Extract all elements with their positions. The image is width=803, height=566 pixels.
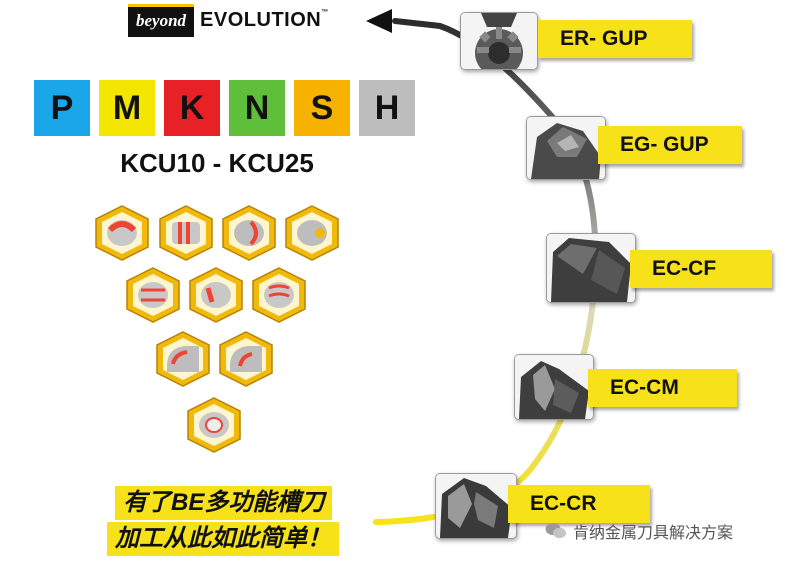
chipbreaker-label-ec-cr: EC-CR: [508, 485, 650, 523]
face-grooving-icon: [284, 204, 340, 262]
face-turning-icon: [221, 204, 277, 262]
id-profiling-icon: [251, 266, 307, 324]
ec-cm-insert-icon: [514, 354, 594, 420]
chipbreaker-label-ec-cf: EC-CF: [630, 250, 772, 288]
id-grooving-icon: [155, 330, 211, 388]
eg-gup-insert-icon: [526, 116, 606, 180]
material-box-p: P: [34, 80, 90, 136]
od-turning-icon: [94, 204, 150, 262]
material-group-boxes: P M K N S H: [34, 80, 415, 136]
slogan-line-2: 加工从此如此简单！: [107, 522, 339, 556]
chipbreaker-label-eg-gup: EG- GUP: [598, 126, 742, 164]
wechat-watermark: 肯纳金属刀具解决方案: [545, 519, 733, 543]
material-box-k: K: [164, 80, 220, 136]
slogan-line-1: 有了BE多功能槽刀: [115, 486, 333, 520]
id-undercut-icon: [218, 330, 274, 388]
material-box-m: M: [99, 80, 155, 136]
slogan: 有了BE多功能槽刀 加工从此如此简单！: [107, 486, 375, 556]
arrow-head-icon: [366, 9, 392, 33]
beyond-evolution-logo: beyond EVOLUTION™: [128, 3, 329, 37]
od-profiling-icon: [125, 266, 181, 324]
id-turning-icon: [188, 266, 244, 324]
ec-cf-insert-icon: [546, 233, 636, 303]
material-box-s: S: [294, 80, 350, 136]
grooving-icon: [158, 204, 214, 262]
beyond-logo-text: beyond: [128, 3, 195, 37]
watermark-text: 肯纳金属刀具解决方案: [573, 525, 734, 542]
chipbreaker-label-er-gup: ER- GUP: [538, 20, 692, 58]
grade-range-title: KCU10 - KCU25: [120, 148, 314, 178]
id-boring-icon: [186, 396, 242, 454]
ec-cr-insert-icon: [435, 473, 517, 539]
material-box-n: N: [229, 80, 285, 136]
evolution-logo-text: EVOLUTION™: [200, 8, 329, 31]
chipbreaker-label-ec-cm: EC-CM: [588, 369, 737, 407]
wechat-icon: [545, 523, 566, 539]
material-box-h: H: [359, 80, 415, 136]
er-gup-insert-icon: [460, 12, 538, 70]
